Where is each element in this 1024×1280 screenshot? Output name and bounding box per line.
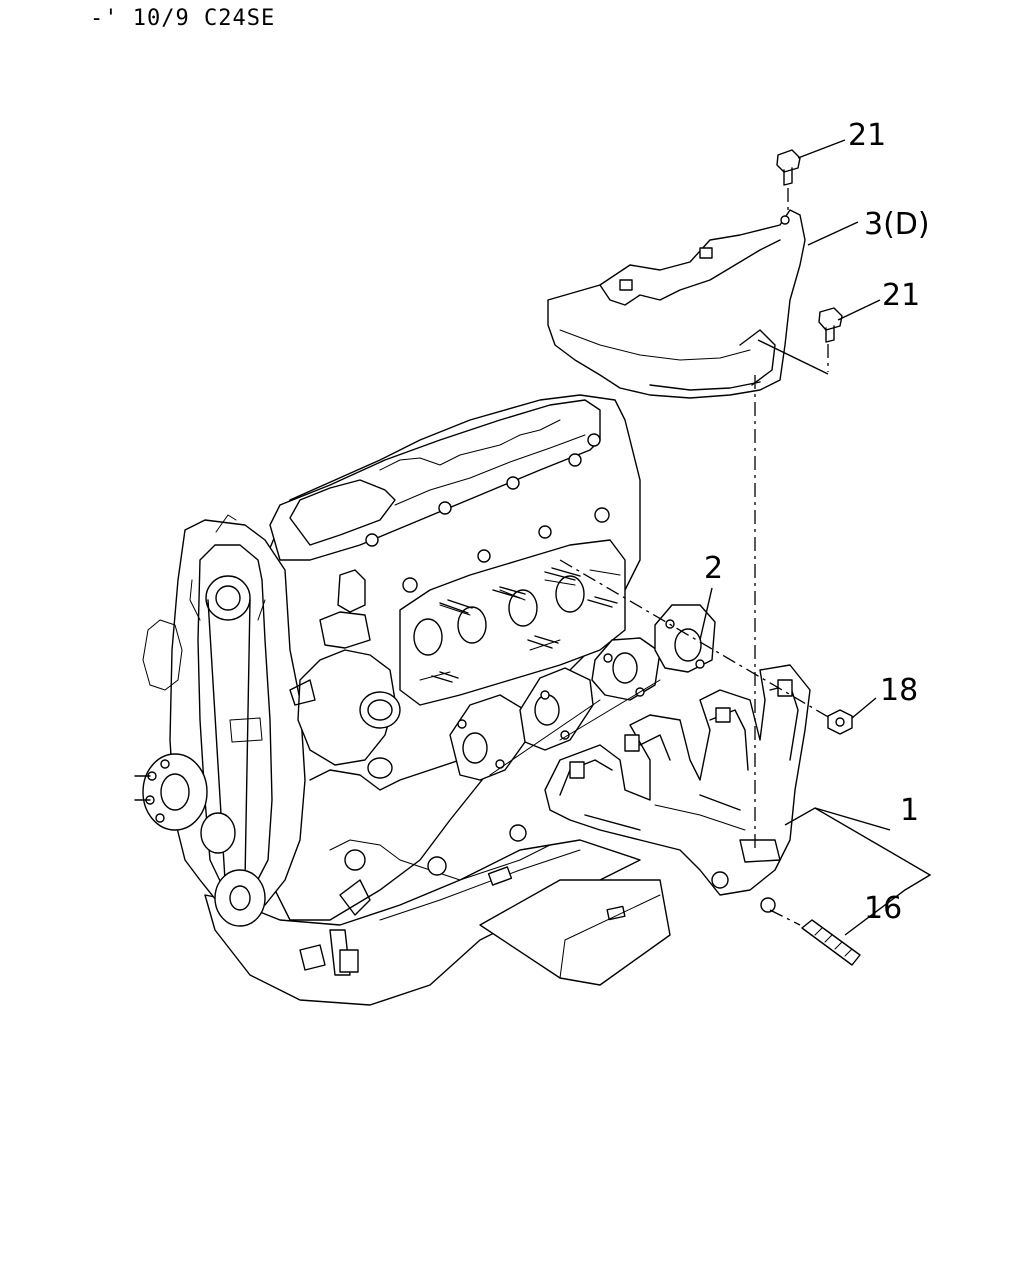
page-header: -' 10/9 C24SE — [90, 6, 276, 31]
part-2-manifold-gasket — [449, 604, 716, 781]
callout-21-mid: 21 — [882, 278, 920, 313]
callout-21-top: 21 — [848, 118, 886, 153]
part-1-exhaust-manifold — [544, 664, 811, 913]
callout-2: 2 — [704, 551, 723, 586]
callout-16: 16 — [864, 891, 902, 926]
callout-3d: 3(D) — [864, 207, 930, 242]
engine-block-illustration — [134, 394, 671, 1006]
part-18-nut — [827, 709, 853, 735]
alignment-lines — [559, 188, 831, 926]
exhaust-studs — [431, 567, 618, 683]
part-3-heat-shield — [547, 209, 806, 399]
part-16-stud — [801, 919, 861, 966]
part-21-bolt-top — [776, 149, 801, 186]
callout-1: 1 — [900, 793, 919, 828]
part-21-bolt-mid — [818, 307, 843, 343]
callout-leaders — [699, 139, 932, 936]
callout-18: 18 — [880, 673, 918, 708]
